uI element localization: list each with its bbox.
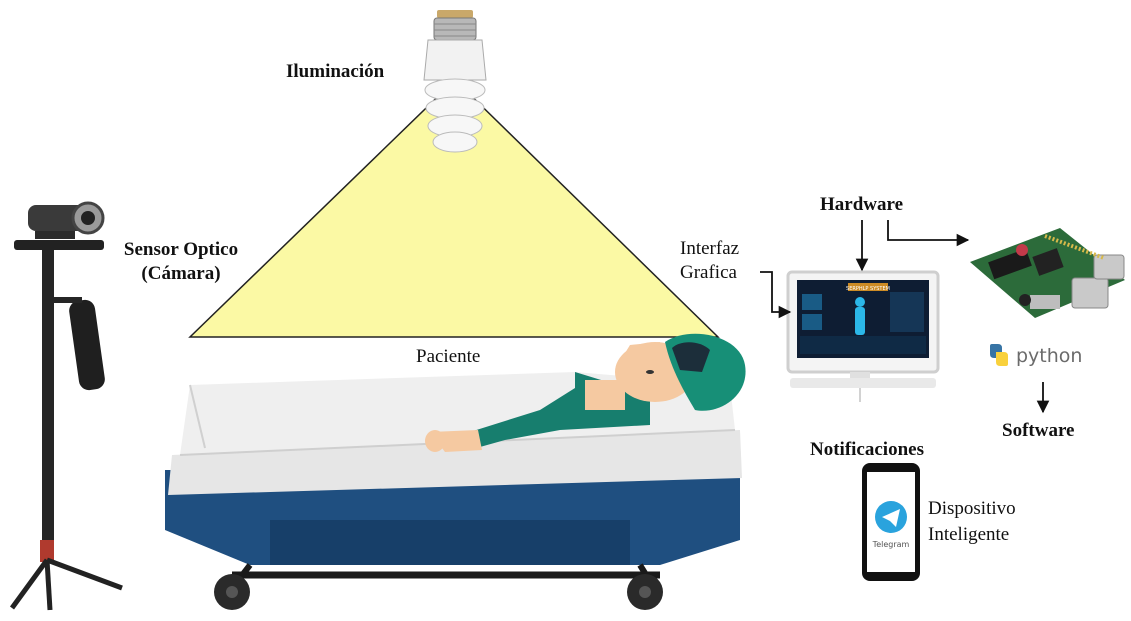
- python-logo-text: python: [1016, 345, 1082, 367]
- label-device-line2: Inteligente: [928, 523, 1009, 546]
- light-bulb-icon: [424, 10, 486, 152]
- telegram-app-label: Telegram: [872, 540, 910, 549]
- arrow-interface-to-monitor: [760, 272, 790, 312]
- label-sensor-line2: (Cámara): [112, 262, 250, 285]
- label-interface-line1: Interfaz: [680, 237, 739, 260]
- smartphone-telegram: Telegram: [862, 463, 920, 581]
- python-logo-icon: python: [990, 344, 1082, 367]
- monitor-gui: SERPHLP SYSTEM: [788, 272, 938, 402]
- label-notifications: Notificaciones: [810, 438, 924, 461]
- camera-stabilizer-icon: [12, 203, 122, 610]
- label-patient: Paciente: [416, 345, 480, 368]
- raspberry-pi-board: [970, 228, 1125, 318]
- screen-title: SERPHLP SYSTEM: [846, 286, 890, 292]
- label-hardware: Hardware: [820, 193, 903, 216]
- label-interface-line2: Grafica: [680, 261, 737, 284]
- label-sensor-line1: Sensor Optico: [112, 238, 250, 261]
- hospital-bed: [165, 372, 742, 610]
- label-software: Software: [1002, 419, 1074, 442]
- arrow-hardware-to-board: [888, 220, 968, 240]
- label-device-line1: Dispositivo: [928, 497, 1016, 520]
- label-lighting: Iluminación: [286, 60, 384, 83]
